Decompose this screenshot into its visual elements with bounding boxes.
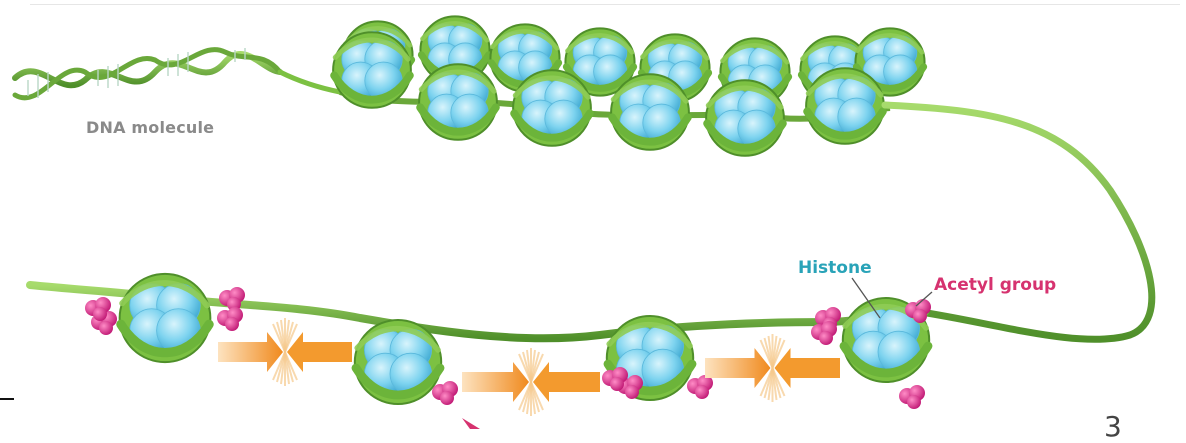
acetyl-group — [899, 385, 925, 409]
condensed-nucleosome-front — [706, 80, 784, 156]
repulsion-arrows — [462, 348, 600, 416]
acetyl-group-label: Acetyl group — [934, 275, 1056, 295]
repulsion-arrows — [705, 334, 840, 402]
histone-nucleosome — [355, 320, 441, 404]
acetyl-group — [432, 381, 458, 405]
acetyl-group — [687, 375, 713, 399]
dna-double-helix — [15, 48, 340, 98]
condensed-nucleosome-front — [806, 68, 884, 144]
open-chromatin — [30, 274, 931, 429]
histone-label: Histone — [798, 258, 872, 278]
chromatin-diagram — [0, 0, 1186, 429]
condensed-nucleosome-front — [333, 32, 411, 108]
acetyl-group — [217, 307, 243, 331]
dna-molecule-label: DNA molecule — [86, 118, 214, 137]
pointer-mark — [462, 418, 480, 429]
histone-nucleosome — [120, 274, 211, 362]
repulsion-arrows — [218, 318, 352, 386]
condensed-nucleosome-front — [419, 64, 497, 140]
condensed-nucleosome-front — [513, 70, 591, 146]
condensed-nucleosome-front — [611, 74, 689, 150]
page-number: 3 — [1104, 410, 1122, 443]
